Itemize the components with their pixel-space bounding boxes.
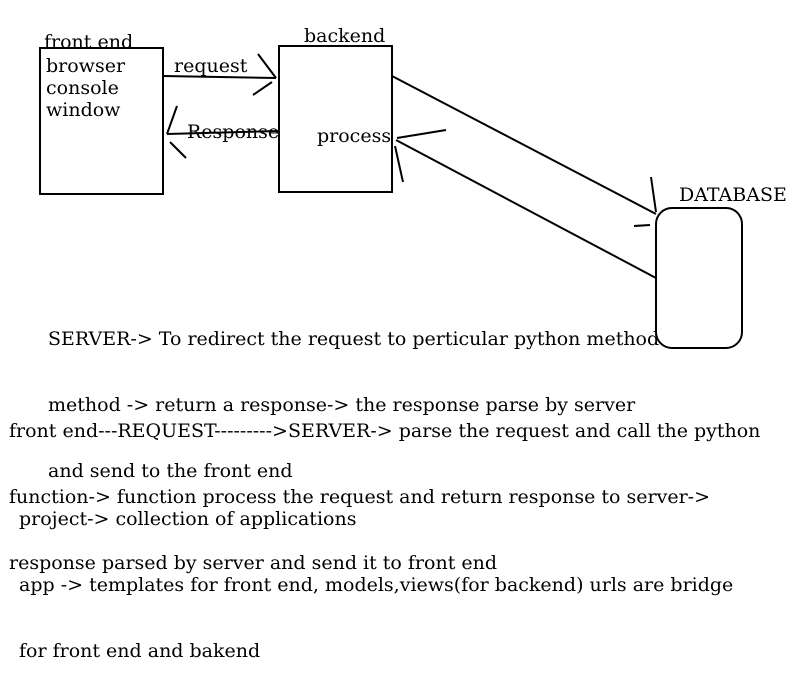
- frontend-title: front end: [44, 31, 134, 53]
- response-label: Response: [187, 121, 280, 143]
- frontend-box: [39, 47, 164, 195]
- request-label: request: [174, 55, 248, 77]
- request-arrowhead-upper: [257, 53, 277, 79]
- db-to-backend-arrowhead-lower: [394, 145, 404, 183]
- database-title: DATABASE: [679, 184, 787, 206]
- response-arrow-line: [166, 130, 279, 135]
- server-note-line: and send to the front end: [48, 460, 293, 482]
- frontend-line-console: console: [46, 77, 119, 99]
- backend-to-db-arrowhead-upper: [650, 176, 657, 213]
- response-arrowhead-upper: [166, 105, 178, 135]
- database-box: [655, 207, 743, 349]
- project-note-line: app -> templates for front end, models,v…: [19, 574, 734, 596]
- backend-box: [278, 45, 393, 193]
- response-arrowhead-lower: [169, 141, 187, 159]
- frontend-line-browser: browser: [46, 55, 126, 77]
- project-note: project-> collection of applications app…: [19, 464, 733, 684]
- backend-title: backend: [304, 25, 386, 47]
- backend-process-label: process: [317, 125, 392, 147]
- flow-note-line: response parsed by server and send it to…: [9, 552, 498, 574]
- backend-to-db-line: [391, 75, 657, 215]
- project-note-line: for front end and bakend: [19, 640, 261, 662]
- flow-note-line: function-> function process the request …: [9, 486, 711, 508]
- frontend-line-window: window: [46, 99, 121, 121]
- flow-note-line: front end---REQUEST--------->SERVER-> pa…: [9, 420, 761, 442]
- db-to-backend-line: [395, 139, 657, 279]
- request-arrow-line: [162, 75, 277, 79]
- request-arrowhead-lower: [252, 81, 273, 96]
- flow-note: front end---REQUEST--------->SERVER-> pa…: [9, 376, 760, 596]
- db-to-backend-arrowhead-upper: [396, 129, 447, 139]
- diagram-canvas: [39, 45, 743, 349]
- project-note-line: project-> collection of applications: [19, 508, 357, 530]
- server-note-line: method -> return a response-> the respon…: [48, 394, 636, 416]
- server-note-line: SERVER-> To redirect the request to pert…: [48, 328, 660, 350]
- backend-to-db-arrowhead-lower: [633, 224, 651, 227]
- server-note: SERVER-> To redirect the request to pert…: [48, 284, 659, 504]
